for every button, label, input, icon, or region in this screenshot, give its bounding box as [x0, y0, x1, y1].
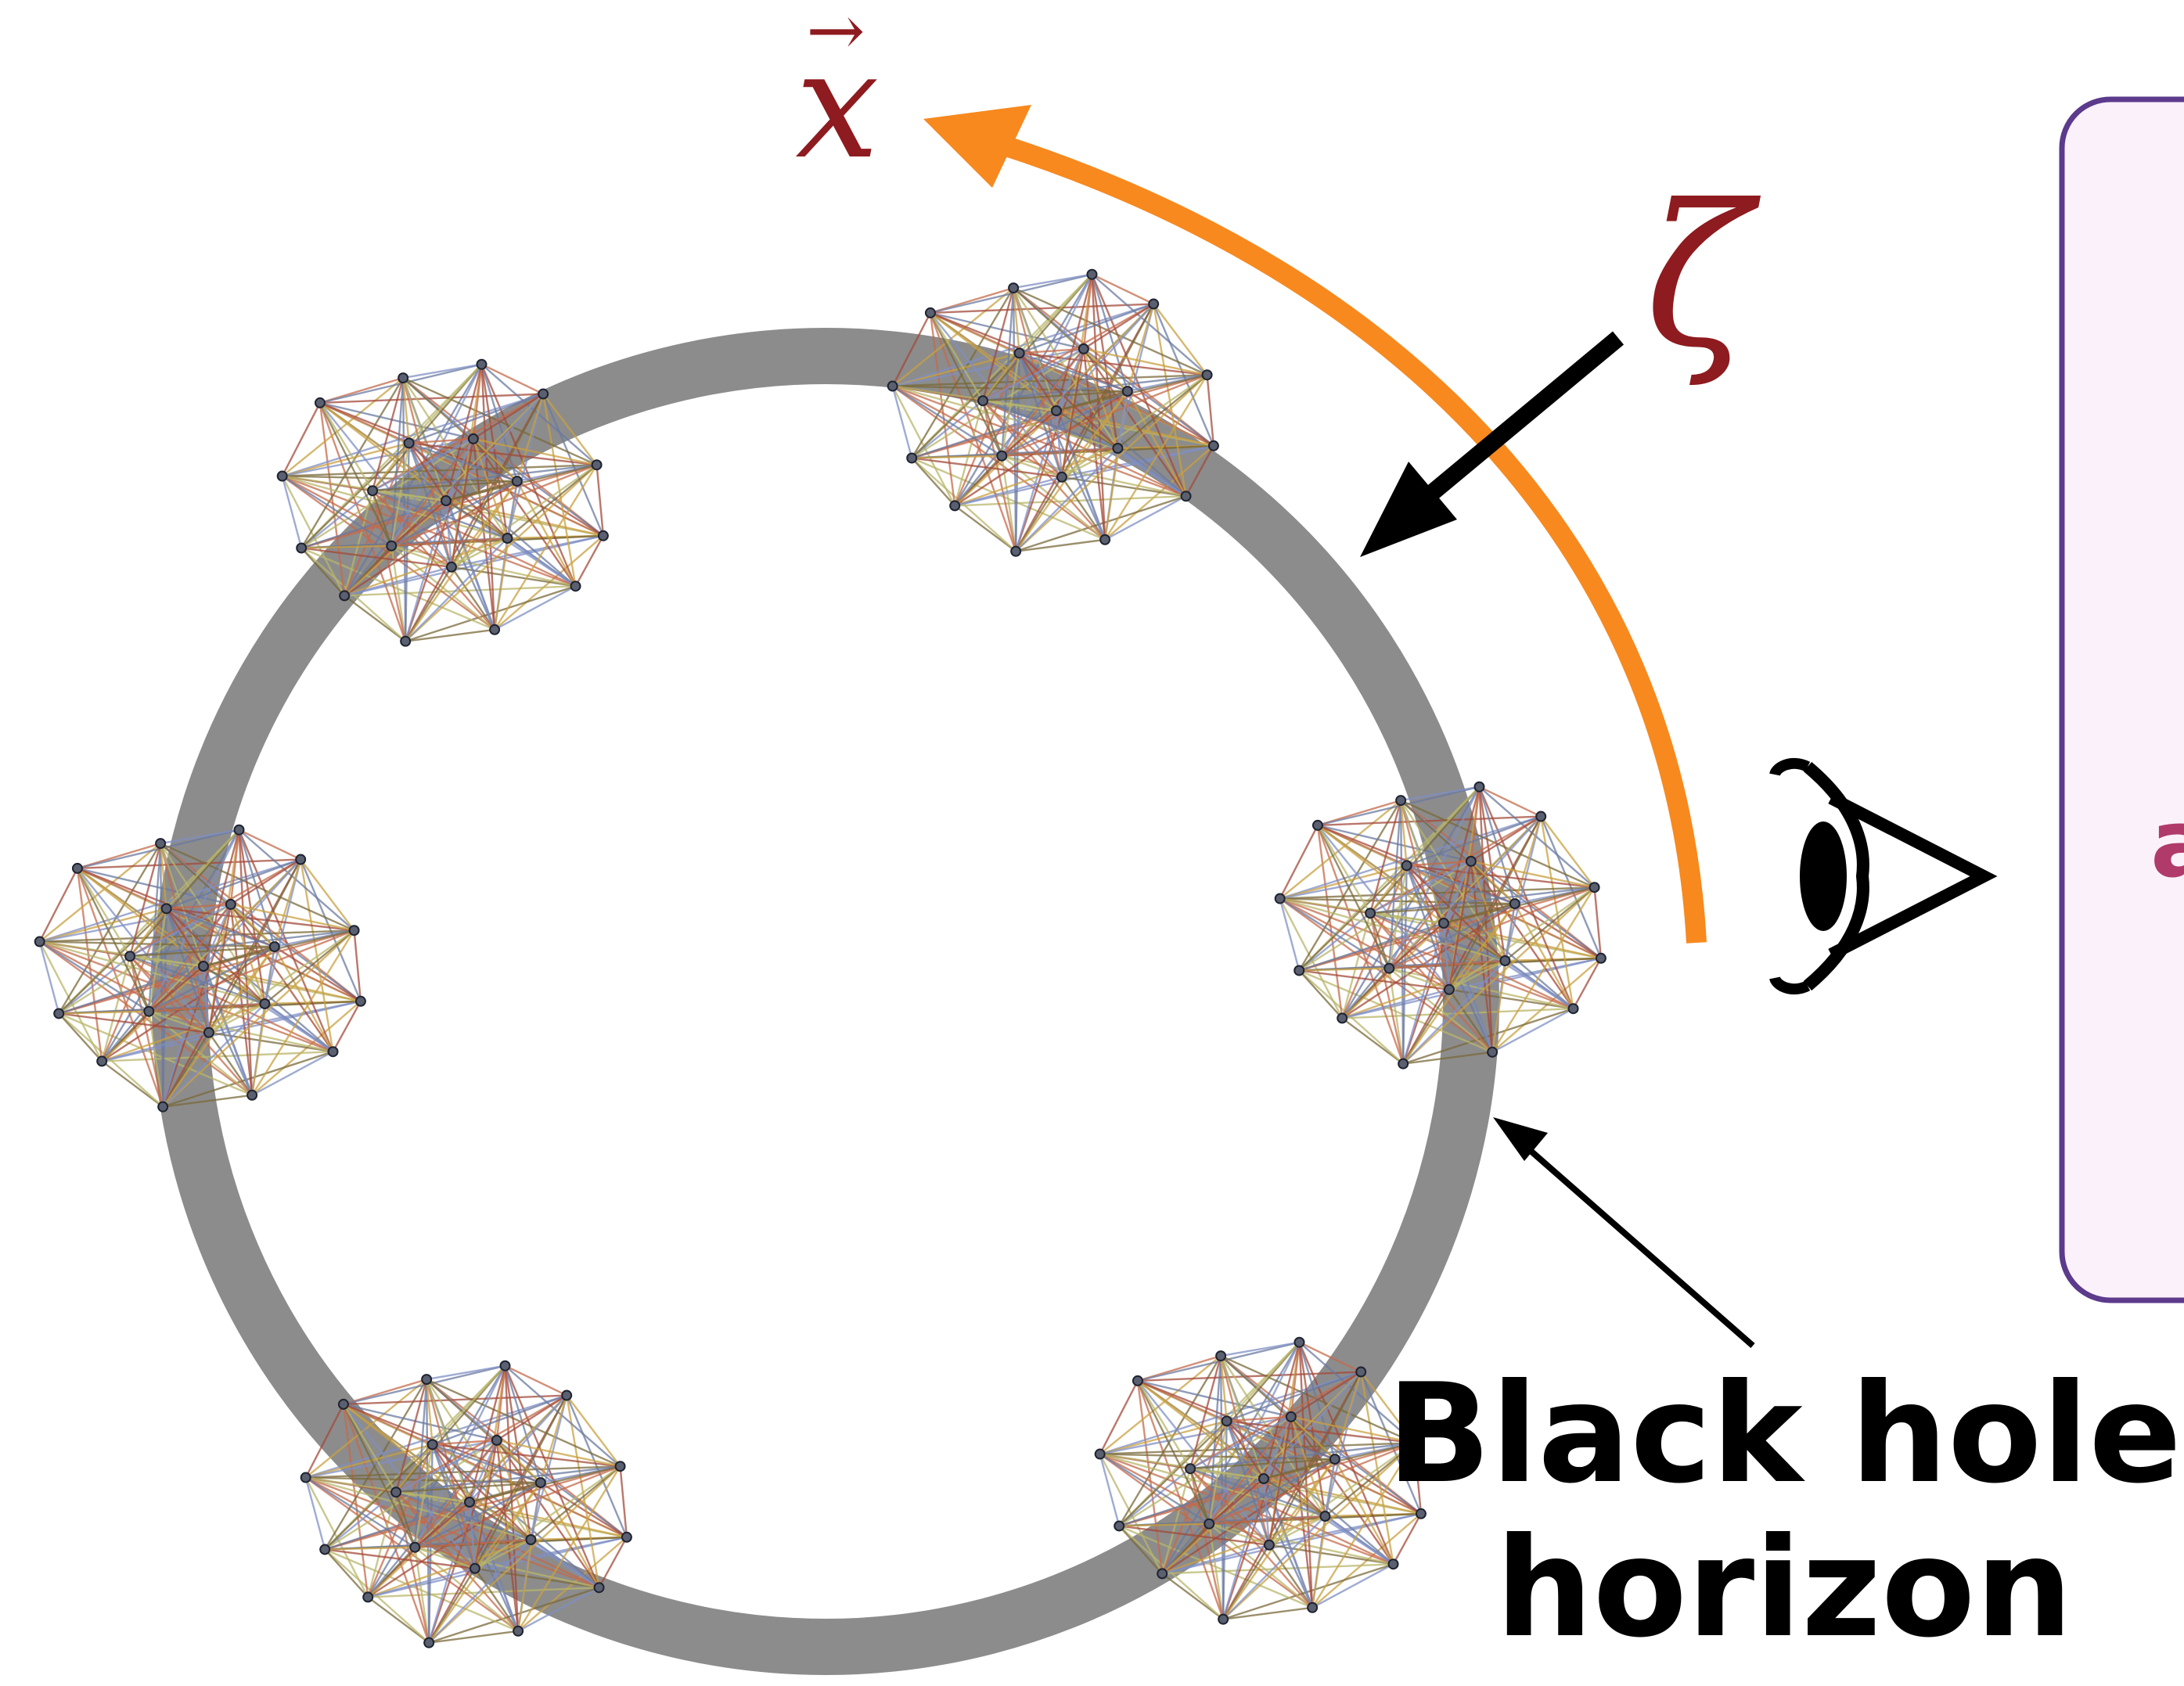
annotation-box-text: a: [2150, 790, 2184, 899]
horizon-label-line1: Black hole: [1387, 1355, 2182, 1514]
horizon-label-line2: horizon: [1495, 1509, 2073, 1668]
x-symbol: x: [795, 19, 879, 192]
eye-icon: [1775, 764, 1984, 989]
graph-cluster-icon: [888, 270, 1218, 556]
zeta-label: ζ: [1645, 163, 1761, 390]
x-vector-label: → x: [795, 0, 879, 192]
orange-arc-arrow: [923, 105, 1696, 943]
cluster-layer: [35, 270, 1606, 1648]
zeta-arrow: [1360, 338, 1618, 557]
annotation-box: a: [2062, 99, 2184, 1300]
horizon-pointer-arrow: [1493, 1117, 1753, 1346]
